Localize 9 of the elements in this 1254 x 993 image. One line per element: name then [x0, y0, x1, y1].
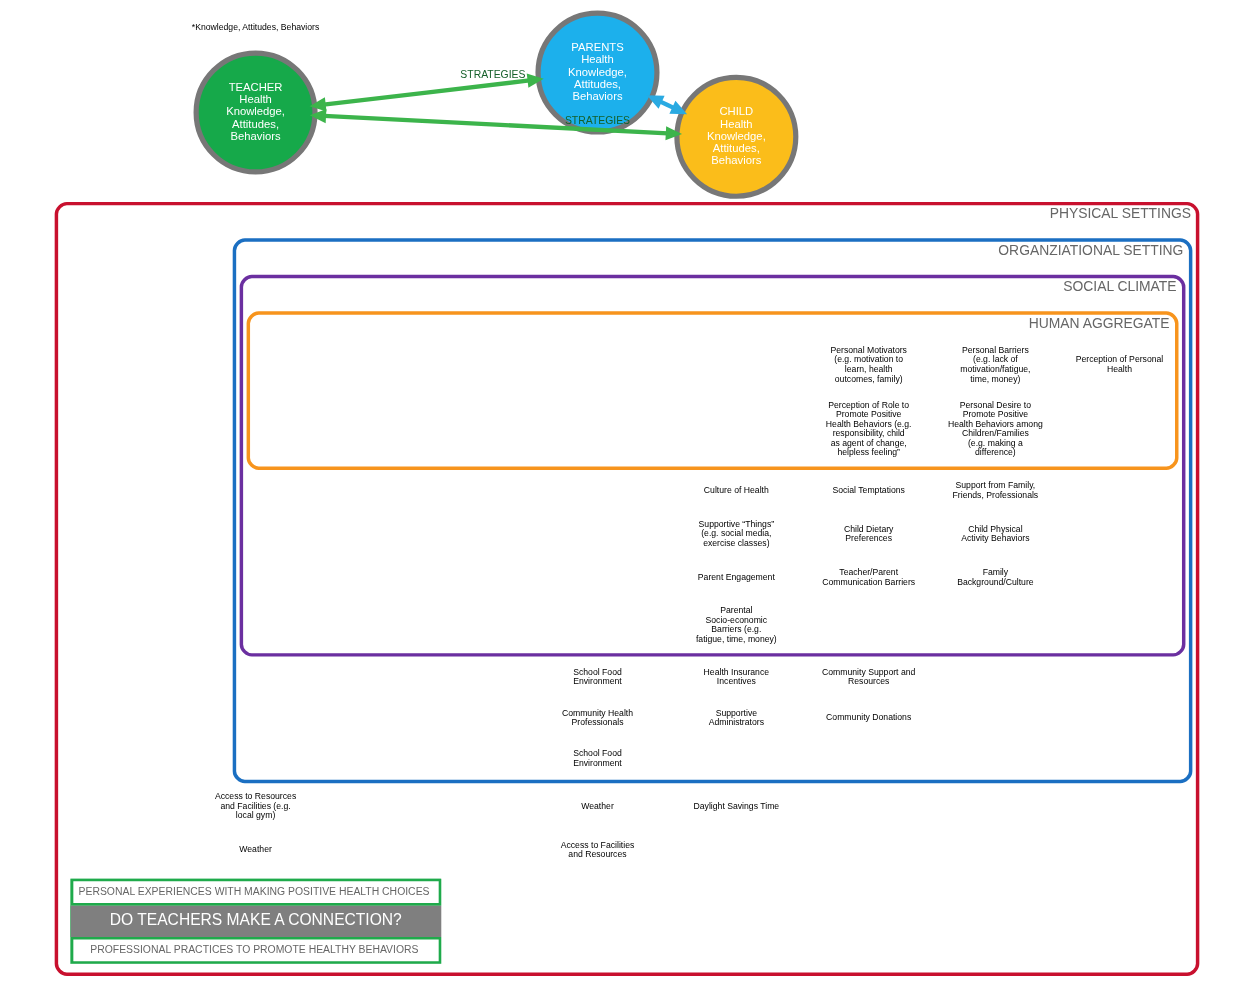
node-circle: CHILD Health Knowledge, Attitudes, Behaviors — [674, 74, 799, 199]
arrow — [309, 108, 683, 141]
edge-label: STRATEGIES — [460, 69, 526, 81]
node-circle: TEACHER Health Knowledge, Attitudes, Behaviors — [193, 50, 318, 175]
arrow — [309, 73, 544, 112]
node-box: HUMAN AGGREGATE Personal Motivators (e.g. motivation to learn, health outcomes, family) Personal Barriers (e.g. lack of motivation/fatigue, time, money) Perception of Personal Health Perception of Role to Promote Positive Health Behaviors (e.g. responsibility, child as agent of change, helpless feeling” Personal Desire to Promote Positive Health Behaviors among Children/Families (e.g. making a difference) — [246, 311, 1179, 471]
arrow — [646, 95, 688, 115]
label: *Knowledge, Attitudes, Behaviors — [191, 21, 320, 32]
edge-label: STRATEGIES — [564, 115, 631, 127]
